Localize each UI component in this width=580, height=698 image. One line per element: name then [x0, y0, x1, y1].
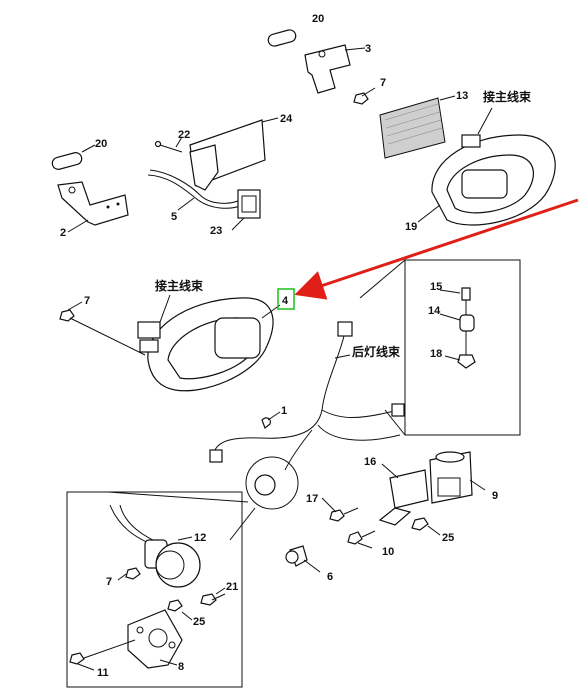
bolt-10	[347, 530, 376, 545]
label-16: 16	[364, 456, 376, 468]
bracket-2	[57, 181, 129, 226]
connector-23	[237, 189, 261, 219]
wire-5	[147, 169, 243, 209]
label-17: 17	[306, 493, 318, 505]
bracket-16	[378, 469, 429, 526]
label-20-left: 20	[95, 138, 107, 150]
label-1: 1	[281, 405, 287, 417]
highlight-box	[277, 288, 295, 310]
bracket-lamp	[189, 144, 219, 191]
box-9	[429, 451, 473, 504]
label-14: 14	[428, 305, 441, 317]
label-15: 15	[430, 281, 442, 293]
rear-harness	[209, 321, 405, 471]
lamp-socket-6	[285, 545, 308, 567]
tail-lamp-19	[431, 134, 556, 226]
label-25-mid: 25	[442, 532, 454, 544]
label-rear-harness: 后灯线束	[352, 344, 401, 359]
main-tail-lamp-4	[137, 297, 274, 392]
label-7-mid: 7	[84, 295, 90, 307]
label-8: 8	[178, 661, 184, 673]
detail-circle	[107, 456, 299, 541]
label-9: 9	[492, 490, 498, 502]
label-18: 18	[430, 348, 442, 360]
label-3: 3	[365, 43, 371, 55]
label-13: 13	[456, 90, 468, 102]
label-23: 23	[210, 225, 222, 237]
label-4: 4	[282, 295, 289, 307]
label-main-harness-mid: 接主线束	[155, 278, 204, 293]
bolt-17	[329, 507, 359, 522]
label-6: 6	[327, 571, 333, 583]
label-main-harness-top: 接主线束	[483, 89, 532, 104]
label-20-top: 20	[312, 13, 324, 25]
label-11: 11	[97, 667, 109, 679]
grommet-20-top	[267, 29, 297, 47]
reflector-13	[379, 97, 446, 159]
nut-7-top	[353, 92, 369, 105]
label-25-inset: 25	[193, 616, 205, 628]
label-19: 19	[405, 221, 417, 233]
label-2: 2	[60, 227, 66, 239]
label-22: 22	[178, 129, 190, 141]
label-7-top: 7	[380, 77, 386, 89]
inset-clamp-box	[359, 259, 521, 436]
red-arrow	[294, 198, 579, 300]
screw-22	[154, 140, 183, 153]
label-7-inset: 7	[106, 576, 112, 588]
nut-25-mid	[411, 517, 429, 531]
label-12: 12	[194, 532, 206, 544]
grommet-20-left	[51, 152, 83, 170]
label-24: 24	[280, 113, 293, 125]
label-10: 10	[382, 546, 394, 558]
label-5: 5	[171, 211, 177, 223]
inset-lamp-box	[66, 491, 243, 688]
label-21: 21	[226, 581, 238, 593]
bracket-3	[304, 44, 351, 94]
